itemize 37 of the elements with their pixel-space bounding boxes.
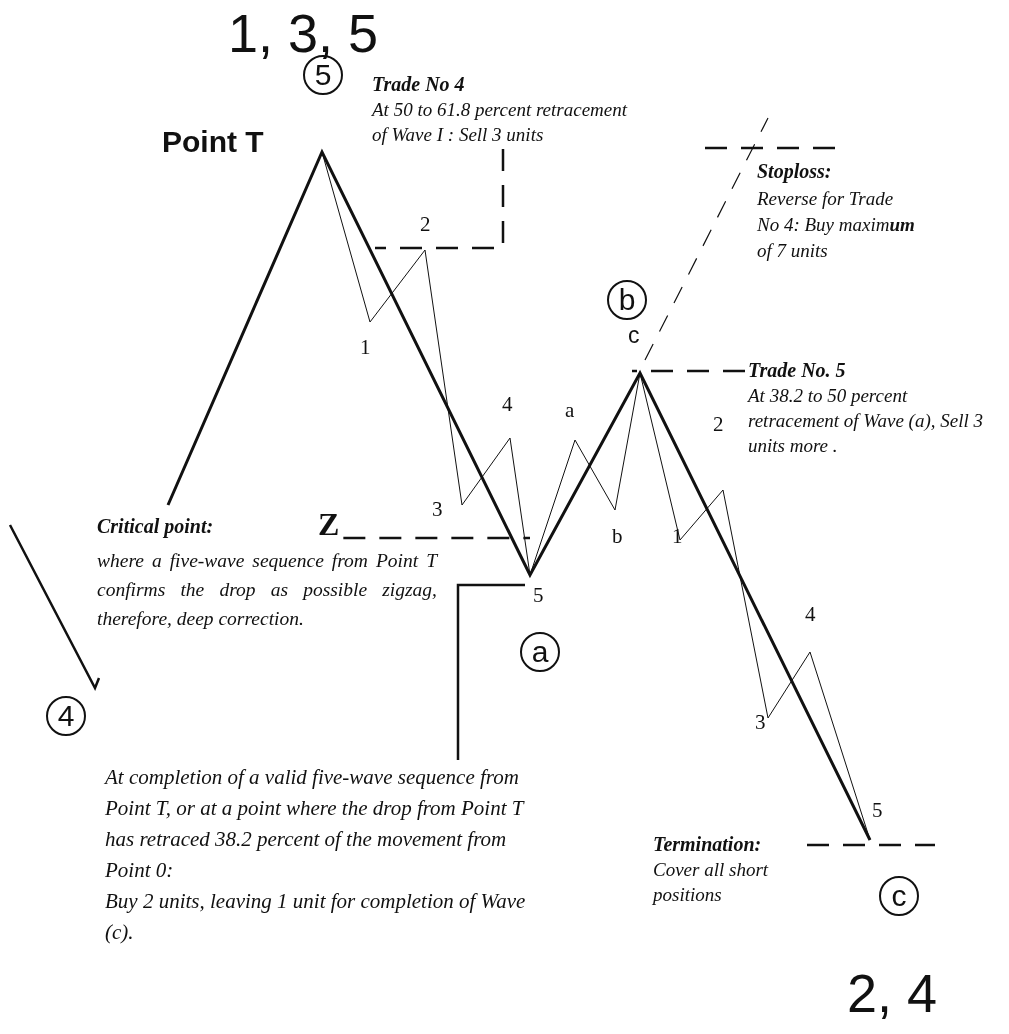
leader-line bbox=[343, 536, 530, 540]
note-text: Reverse for Trade No 4: Buy maximum of 7 units bbox=[757, 187, 916, 263]
leader-line bbox=[807, 843, 935, 847]
wave-letter: a bbox=[565, 398, 575, 423]
leader-line bbox=[456, 583, 525, 760]
wave-letter: b bbox=[612, 524, 623, 549]
wave-number: 5 bbox=[533, 583, 544, 608]
note-heading: Critical point: bbox=[97, 515, 214, 538]
note-text: At 50 to 61.8 percent retracement of Wave I : Sell 3 units bbox=[372, 98, 629, 147]
wave-number: 4 bbox=[502, 392, 513, 417]
wave-number: 3 bbox=[755, 710, 766, 735]
wave-number: 1 bbox=[360, 335, 371, 360]
leader-line bbox=[375, 149, 505, 250]
circled-wave-label: a bbox=[520, 632, 560, 672]
note-text: At completion of a valid five-wave sequence from Point T, or at a point where the drop from Point T has retraced 38.2 percent of the movement from Point 0: bbox=[105, 764, 526, 884]
wave-number: 1 bbox=[672, 524, 683, 549]
leader-line bbox=[632, 369, 745, 373]
wave-number-heading: 2, 4 bbox=[847, 962, 938, 1024]
note-heading: Trade No 4 bbox=[372, 72, 466, 97]
level-label: Z bbox=[318, 506, 340, 543]
note-text: Cover all short positions bbox=[653, 858, 770, 907]
point-label: Point T bbox=[162, 125, 264, 159]
wave-number: 5 bbox=[872, 798, 883, 823]
wave-number: 3 bbox=[432, 497, 443, 522]
wave-letter: c bbox=[628, 322, 640, 349]
circled-wave-label: c bbox=[879, 876, 919, 916]
circled-wave-label: b bbox=[607, 280, 647, 320]
note-text: where a five-wave sequence from Point T confirms the drop as possible zigzag, therefore, deep correction. bbox=[97, 549, 437, 631]
note-heading: Stoploss: bbox=[757, 160, 832, 183]
note-heading: Trade No. 5 bbox=[748, 358, 847, 383]
circled-wave-label: 4 bbox=[46, 696, 86, 736]
wave-number: 2 bbox=[713, 412, 724, 437]
wave-number: 2 bbox=[420, 212, 431, 237]
note-text: Buy 2 units, leaving 1 unit for completion of Wave (c). bbox=[105, 888, 527, 946]
note-heading: Termination: bbox=[653, 832, 763, 857]
wave-number: 4 bbox=[805, 602, 816, 627]
note-text: At 38.2 to 50 percent retracement of Wave (a), Sell 3 units more . bbox=[748, 384, 984, 458]
